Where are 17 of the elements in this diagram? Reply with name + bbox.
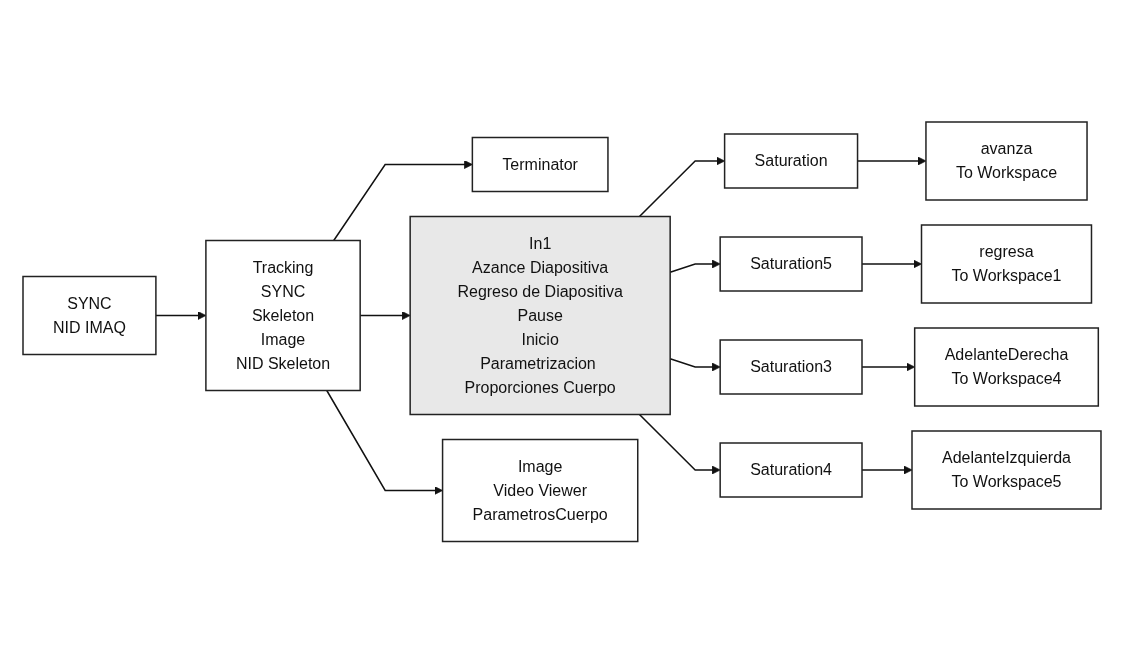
node-box: Image Video Viewer ParametrosCuerpo	[441, 438, 639, 542]
node-box: AdelanteDerecha To Workspace4	[913, 327, 1100, 407]
node-box: Saturation4	[719, 442, 863, 498]
node-box: Saturation3	[719, 339, 863, 395]
arrow	[333, 159, 473, 241]
node-box: Saturation5	[719, 236, 863, 292]
node-box: Saturation	[723, 133, 859, 189]
node-box: AdelanteIzquierda To Workspace5	[911, 430, 1102, 510]
node-box: Terminator	[471, 136, 609, 192]
arrow	[638, 413, 721, 475]
node-box: regresa To Workspace1	[920, 224, 1093, 304]
node-box: SYNC NID IMAQ	[22, 275, 157, 355]
node-box: In1 Azance Diapositiva Regreso de Diapositiva Pause Inicio Parametrizacion Proporciones Cuerpo	[409, 215, 671, 415]
node-box: Tracking SYNC Skeleton Image NID Skeleton	[205, 239, 361, 391]
node-box: avanza To Workspace	[925, 121, 1088, 201]
arrow	[638, 156, 725, 217]
arrow	[326, 389, 443, 495]
